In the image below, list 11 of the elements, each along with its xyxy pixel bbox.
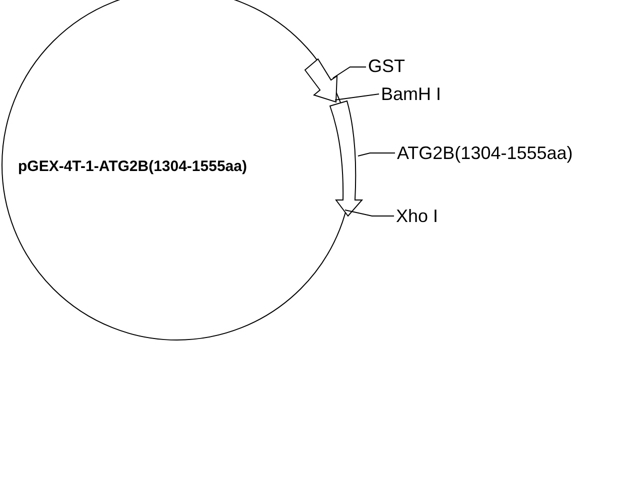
feature-label: BamH I (381, 83, 442, 106)
feature-label: Xho I (396, 205, 438, 228)
leader-line (358, 152, 396, 156)
feature-arrow (304, 58, 338, 103)
feature-label: GST (368, 55, 406, 78)
plasmid-name: pGEX-4T-1-ATG2B(1304-1555aa) (18, 157, 247, 177)
feature-label: ATG2B(1304-1555aa) (397, 142, 573, 165)
leader-line (334, 94, 380, 100)
leader-line (332, 66, 366, 78)
leader-line (344, 210, 394, 216)
feature-arrow (330, 100, 362, 216)
